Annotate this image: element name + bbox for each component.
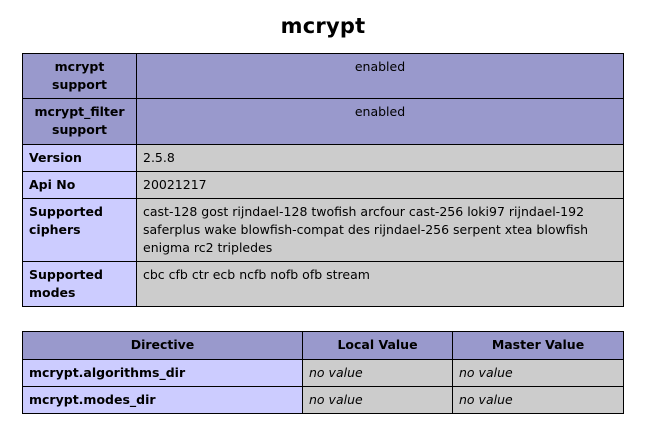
directives-table-body: mcrypt.algorithms_dir no value no value … (22, 358, 624, 414)
page-title: mcrypt (280, 14, 366, 38)
row-label-mcrypt-filter-support: mcrypt_filter support (22, 98, 137, 145)
mcrypt-info-table-body: mcrypt support enabled mcrypt_filter sup… (22, 52, 624, 308)
directives-table-head: Directive Local Value Master Value (22, 331, 624, 360)
table-row: mcrypt.modes_dir no value no value (22, 385, 624, 414)
directive-name-algorithms-dir: mcrypt.algorithms_dir (22, 358, 303, 387)
column-header-master-value: Master Value (452, 331, 624, 360)
table-gap-divider (0, 307, 646, 331)
row-label-version: Version (22, 143, 137, 172)
row-value-api-no: 20021217 (136, 170, 624, 199)
row-value-supported-ciphers: cast-128 gost rijndael-128 twofish arcfo… (136, 197, 624, 263)
column-header-directive: Directive (22, 331, 303, 360)
row-label-mcrypt-support: mcrypt support (22, 52, 137, 100)
table-row: mcrypt_filter support enabled (22, 98, 624, 145)
no-value-text: no value (309, 364, 363, 380)
directive-master-value-modes-dir: no value (452, 385, 624, 414)
table-row: mcrypt support enabled (22, 52, 624, 100)
table-row: Version 2.5.8 (22, 143, 624, 172)
directive-name-modes-dir: mcrypt.modes_dir (22, 385, 303, 414)
table-row: Supported ciphers cast-128 gost rijndael… (22, 197, 624, 263)
row-value-version: 2.5.8 (136, 143, 624, 172)
table-row: Supported modes cbc cfb ctr ecb ncfb nof… (22, 261, 624, 308)
row-value-mcrypt-support: enabled (136, 52, 624, 100)
directive-master-value-algorithms-dir: no value (452, 358, 624, 387)
row-value-mcrypt-filter-support: enabled (136, 98, 624, 145)
mcrypt-directives-table: Directive Local Value Master Value mcryp… (22, 331, 624, 414)
directive-local-value-algorithms-dir: no value (302, 358, 453, 387)
row-value-supported-modes: cbc cfb ctr ecb ncfb nofb ofb stream (136, 261, 624, 308)
directive-local-value-modes-dir: no value (302, 385, 453, 414)
table-row: mcrypt.algorithms_dir no value no value (22, 358, 624, 387)
table-row: Api No 20021217 (22, 170, 624, 199)
row-label-supported-ciphers: Supported ciphers (22, 197, 137, 263)
no-value-text: no value (459, 364, 513, 380)
mcrypt-info-table: mcrypt support enabled mcrypt_filter sup… (22, 52, 624, 308)
column-header-local-value: Local Value (302, 331, 453, 360)
no-value-text: no value (459, 391, 513, 407)
row-label-supported-modes: Supported modes (22, 261, 137, 308)
row-label-api-no: Api No (22, 170, 137, 199)
table-header-row: Directive Local Value Master Value (22, 331, 624, 360)
no-value-text: no value (309, 391, 363, 407)
